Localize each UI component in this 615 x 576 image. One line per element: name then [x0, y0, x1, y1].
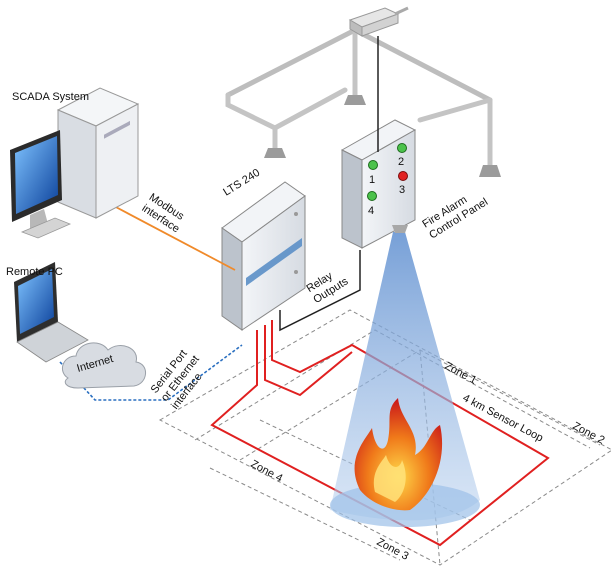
remote-pc-label: Remote PC	[6, 266, 63, 278]
led-3-icon	[398, 171, 408, 181]
cloud-icon	[61, 342, 146, 389]
relay-output-wire	[279, 250, 361, 332]
desktop-computer-icon	[10, 87, 140, 239]
led-2-label: 2	[398, 156, 404, 168]
led-1-label: 1	[369, 174, 375, 186]
lts-240-label: LTS 240	[221, 167, 262, 199]
led-4-label: 4	[368, 205, 374, 217]
flame-icon	[354, 398, 443, 511]
sensor-loop-label: 4 km Sensor Loop	[461, 392, 545, 445]
led-3-label: 3	[399, 184, 405, 196]
zone-2-label: Zone 2	[571, 420, 607, 447]
junction-box	[348, 6, 409, 37]
led-1-icon	[368, 160, 378, 170]
zone-1-label: Zone 1	[443, 360, 479, 387]
led-2-icon	[397, 143, 407, 153]
smoke-detector-icon	[264, 95, 501, 177]
laptop-icon	[14, 262, 89, 363]
lts-240-unit	[221, 181, 306, 331]
sensor-loop	[210, 320, 550, 547]
modbus-cable	[111, 204, 236, 271]
led-4-icon	[367, 191, 377, 201]
zone-4-label: Zone 4	[249, 458, 285, 485]
scada-system-label: SCADA System	[12, 91, 89, 103]
